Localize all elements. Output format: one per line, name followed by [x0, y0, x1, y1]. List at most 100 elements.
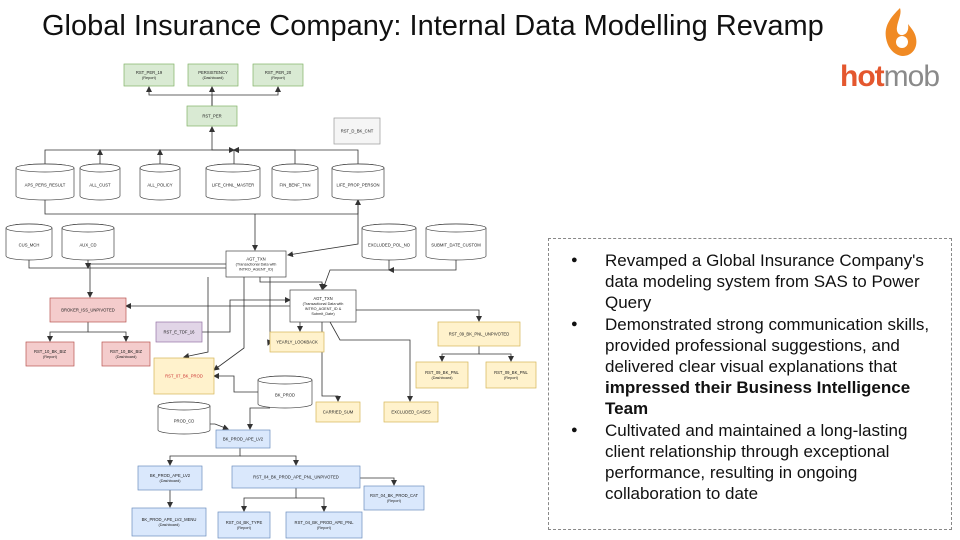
node-label: RST_04_BK_TYPE [226, 520, 263, 525]
node-agt-txn2: AGT_TXN(Transactional Data withINTRO_AGE… [289, 289, 357, 323]
node-label: RST_04_BK_PROD_APE_PNL [295, 520, 355, 525]
flow-arrow [233, 147, 296, 164]
flow-arrow [44, 199, 361, 215]
bullet-item: Demonstrated strong communication skills… [571, 314, 943, 419]
node-excluded-cases: EXCLUDED_CASES [383, 401, 439, 423]
node-label: RST_PER_20 [265, 70, 292, 75]
node-label: RST_09_BK_PNL [494, 370, 528, 375]
node-label: SUBMIT_DATE_CUSTOM [431, 243, 481, 248]
node-sublabel: (Report) [43, 355, 58, 359]
node-label: RST_PER [202, 114, 221, 119]
node-all-cust: ALL_CUST [79, 163, 121, 201]
node-sublabel: (Report) [317, 526, 332, 530]
node-label: LIFE_PROP_PERSON [336, 183, 379, 188]
node-sublabel: INTRO_AGENT_ID) [239, 268, 274, 272]
node-sublabel: (Dashboard) [115, 355, 137, 359]
node-sublabel: INTRO_AGENT_ID & [305, 307, 342, 311]
flow-arrow [213, 373, 258, 393]
node-label: RST_PER_19 [136, 70, 163, 75]
node-sublabel: (Transactional Data with [236, 263, 277, 267]
flow-arrow [233, 147, 359, 164]
flow-arrow [87, 263, 226, 298]
flow-arrow [47, 322, 89, 342]
node-life-chnl-master: LIFE_CHNL_MASTER [205, 163, 261, 201]
data-model-diagram: RST_PER_19(Report)PERSISTENCY(Dashboard)… [5, 63, 537, 539]
node-label: CARRIED_SUM [323, 410, 354, 415]
node-rst-e-tdf-16: RST_E_TDF_16 [155, 321, 203, 343]
flow-arrow [213, 277, 245, 371]
node-label: BK_PROD_APE_LV2 [223, 437, 264, 442]
node-label: FIN_BENF_TXN [280, 183, 311, 188]
node-sublabel: Submit_Date) [311, 312, 335, 316]
node-label: RST_04_BK_PROD_CAT [370, 493, 419, 498]
node-label: RST_D_BK_CNT [341, 129, 374, 134]
flow-arrow [356, 309, 482, 322]
node-rst-04-ape-pnl: RST_04_BK_PROD_APE_PNL(Report) [285, 511, 363, 539]
node-label: RST_E_TDF_16 [164, 330, 196, 335]
flow-arrow [479, 353, 514, 362]
node-label: AGT_TXN [246, 257, 265, 262]
flow-arrow [241, 488, 297, 512]
node-label: RST_04_BK_PROD_APE_PNL_UNPIVOTED [253, 475, 339, 480]
node-rst-04-bk-prod-cat: RST_04_BK_PROD_CAT(Report) [363, 485, 425, 511]
node-carried-sum: CARRIED_SUM [315, 401, 361, 423]
node-rst-04-unpiv: RST_04_BK_PROD_APE_PNL_UNPIVOTED [231, 465, 361, 489]
diagram-edges [28, 86, 514, 512]
node-label: RST_09_BK_PNL [425, 370, 459, 375]
node-label: RST_10_BK_BIZ [34, 349, 67, 354]
flow-arrow [329, 321, 413, 402]
flow-arrow [209, 126, 235, 164]
node-cus-mch: CUS_MCH [5, 223, 53, 261]
flow-arrow [88, 331, 129, 342]
node-label: RST_09_BK_PNL_UNPIVOTED [449, 332, 510, 337]
node-excluded-pol-no: EXCLUDED_POL_NO [361, 223, 417, 261]
node-label: EXCLUDED_POL_NO [368, 243, 411, 248]
flow-arrow [247, 407, 270, 430]
flow-arrow [44, 147, 235, 164]
node-label: LIFE_CHNL_MASTER [212, 183, 254, 188]
node-submit-date-custom: SUBMIT_DATE_CUSTOM [425, 223, 487, 261]
node-label: PROD_CD [174, 419, 194, 424]
logo-wordmark: hotmob [840, 60, 940, 93]
bullet-item: Cultivated and maintained a long-lasting… [571, 420, 943, 504]
node-label: ALL_POLICY [147, 183, 172, 188]
page-title: Global Insurance Company: Internal Data … [42, 10, 824, 42]
node-label: APS_PERS_RESULT [25, 183, 66, 188]
diagram-nodes: RST_PER_19(Report)PERSISTENCY(Dashboard)… [5, 63, 537, 539]
flow-arrow [202, 297, 291, 333]
node-sublabel: (Dashboard) [158, 523, 180, 527]
node-label: BK_PROD_APE_LV2_MENU [142, 517, 197, 522]
node-fin-benf-txn: FIN_BENF_TXN [271, 163, 319, 201]
node-sublabel: (Report) [142, 76, 157, 80]
node-aps-pers-result: APS_PERS_RESULT [15, 163, 75, 201]
node-label: RST_10_BK_BIZ [110, 349, 143, 354]
node-yearly-lookback: YEARLY_LOOKBACK [269, 331, 325, 353]
node-sublabel: (Report) [504, 376, 519, 380]
summary-box: Revamped a Global Insurance Company's da… [548, 238, 952, 530]
flow-arrow [211, 86, 281, 106]
flow-arrow [287, 200, 359, 258]
node-rst-per-20: RST_PER_20(Report) [252, 63, 304, 87]
node-all-policy: ALL_POLICY [139, 163, 181, 201]
node-rst-09-pnl-r: RST_09_BK_PNL(Report) [485, 361, 537, 389]
node-sublabel: (Dashboard) [159, 479, 181, 483]
node-broker-iss: BROKER_ISS_UNPIVOTED [49, 297, 127, 323]
node-rst-10-biz-r: RST_10_BK_BIZ(Report) [25, 341, 75, 367]
flow-arrow [240, 455, 299, 466]
node-label: CUS_MCH [19, 243, 40, 248]
flow-arrow [146, 86, 213, 106]
node-label: ALL_CUST [89, 183, 111, 188]
node-label: AUX_CD [80, 243, 97, 248]
flame-icon [885, 8, 917, 56]
node-rst-09-pnl-d: RST_09_BK_PNL(Dashboard) [415, 361, 469, 389]
node-label: AGT_TXN [313, 296, 332, 301]
flow-arrow [439, 346, 480, 362]
node-sublabel: (Report) [387, 499, 402, 503]
node-agt-txn: AGT_TXN(Transactional Data withINTRO_AGE… [225, 250, 287, 278]
flow-arrow [259, 277, 325, 290]
node-label: BROKER_ISS_UNPIVOTED [61, 308, 115, 313]
node-bk-prod-ape-lv2-d: BK_PROD_APE_LV2(Dashboard) [137, 465, 203, 491]
hotmob-logo: hotmob [840, 4, 958, 96]
node-rst-per-19: RST_PER_19(Report) [123, 63, 175, 87]
node-sublabel: (Transactional Data with [303, 302, 344, 306]
